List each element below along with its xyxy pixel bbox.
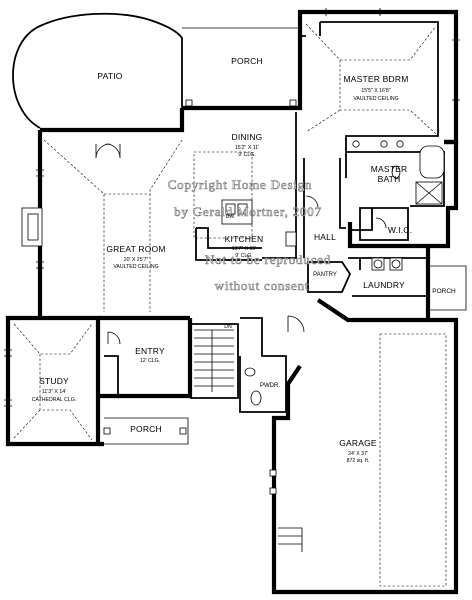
kitchen-counter [195,227,262,261]
interior-walls [104,21,467,445]
porch-right-outline [428,265,467,311]
label-garage: GARAGE [339,438,377,448]
label-study-ceiling: CATHEDRAL CLG. [32,397,76,403]
label-stair-dn: DN [224,324,232,330]
powder-sink [244,367,256,377]
entry-closet [104,355,119,396]
label-patio: PATIO [97,71,122,81]
watermark-line-4: without consent [215,278,310,293]
label-porch-right: PORCH [432,288,456,295]
label-great-room-dims: 20' X 25'7" [124,257,149,263]
front-porch-outline [104,417,189,445]
great-room-wall [37,108,185,318]
garage-steps [278,527,303,552]
label-dining-dims: 15'2" X 11' [235,145,259,151]
label-master-bdrm-dims: 15'5" X 16'8" [361,88,390,94]
label-garage-dims: 24' X 37' [348,451,368,457]
label-entry-ceiling: 12' CLG. [140,358,160,364]
label-laundry: LAUNDRY [363,280,405,290]
label-dining: DINING [232,132,263,142]
label-porch-front: PORCH [130,424,162,434]
label-kitchen: KITCHEN [225,234,264,244]
room-labels: PATIO PORCH MASTER BDRM 15'5" X 16'8" VA… [32,56,456,464]
entry-wall [98,315,193,447]
watermark-line-1: Copyright Home Design [168,177,313,192]
label-master-bath-2: BATH [378,174,401,184]
label-hall: HALL [314,232,336,242]
garage-wall [271,298,459,595]
master-bath-inner [345,151,445,231]
label-dw: DW [226,214,235,220]
powder-walls [239,317,287,413]
patio-curve [12,12,183,129]
label-great-room-ceiling: VAULTED CEILING [113,264,158,270]
stair-walls [190,323,239,399]
windows [4,8,460,407]
toilet-master [391,165,401,179]
label-master-bath-1: MASTER [371,164,408,174]
top-porch-outline [182,27,301,109]
label-garage-area: 872 sq. ft. [347,458,370,464]
label-study: STUDY [39,376,69,386]
door-swings [95,143,387,345]
label-master-bdrm-ceiling: VAULTED CEILING [353,96,398,102]
label-master-bdrm: MASTER BDRM [343,74,408,84]
watermark-line-3: Not to be reproduced [205,252,331,267]
bathtub [419,145,445,179]
pantry-walls [307,261,352,293]
label-porch-top: PORCH [231,56,263,66]
dining-right-wall [182,9,459,145]
powder-toilet [250,390,262,406]
label-kitchen-ceiling: 9' CLG. [235,253,252,259]
label-entry: ENTRY [135,346,165,356]
wic-inner [359,207,409,241]
master-bath-wall [347,139,459,249]
copyright-watermark: Copyright Home Design by Gerald Mortner,… [167,177,331,294]
laundry-walls [348,257,428,297]
exterior-walls [5,9,459,595]
stairs [194,329,234,392]
watermark-line-2: by Gerald Mortner, 2007 [174,204,322,219]
fireplace [21,207,43,247]
label-dining-ceiling: 9' CLG. [238,152,255,158]
label-great-room: GREAT ROOM [106,244,165,254]
label-pwdr: PWDR. [260,383,280,389]
hall-walls [303,158,346,258]
label-study-dims: 11'3" X 14' [42,389,66,395]
master-inner [300,21,439,152]
label-kitchen-dims: 19'7" X 15' [232,246,257,252]
fixtures [4,8,460,552]
ceiling-lines [13,23,447,587]
label-pantry: PANTRY [313,272,337,278]
label-wic: W.I.C. [388,225,412,235]
kitchen-right-wall [262,112,297,259]
